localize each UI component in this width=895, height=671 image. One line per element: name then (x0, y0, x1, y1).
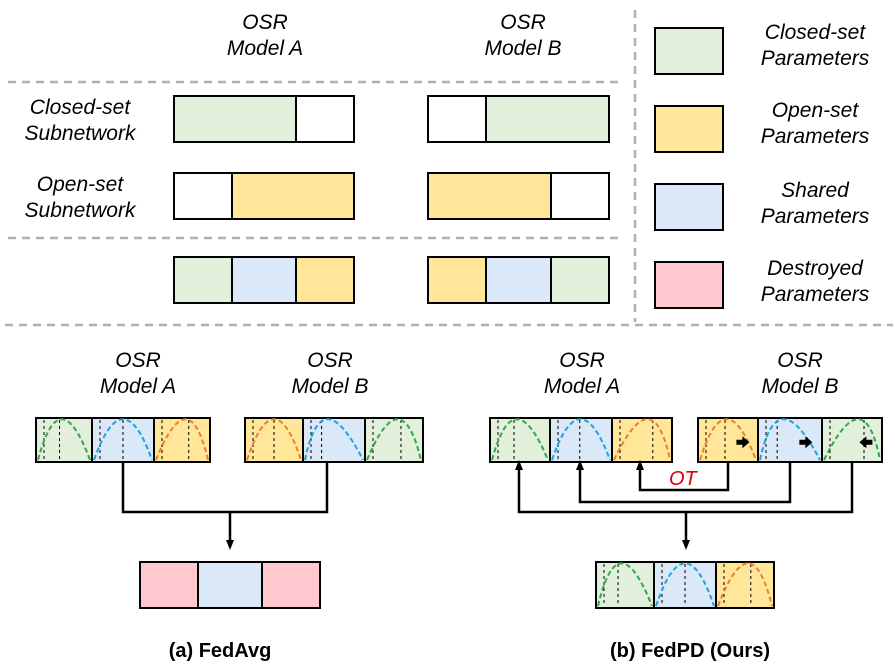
top-model-a-label: OSR Model A (226, 11, 304, 60)
fedavg-a-seg-shared (91, 417, 155, 463)
fedpd-b-seg-open-curve (699, 418, 757, 461)
model-a-closed-bar-segment-empty (295, 95, 355, 143)
fedpd-diagram (489, 417, 883, 609)
fedavg-b-seg-open (244, 417, 304, 463)
fedpd-b-seg-open-box (697, 417, 759, 463)
fedavg-a-seg-shared-curve (93, 418, 153, 461)
model-b-open-bar (427, 172, 610, 220)
fedavg-b-seg-shared-curve (304, 418, 364, 461)
fedavg-model-a-label: OSR Model A (99, 349, 177, 398)
legend-closed-label: Closed-set Parameters (760, 21, 870, 70)
legend-swatch-shared (654, 183, 724, 231)
legend-swatch-destroyed (654, 261, 724, 309)
fedavg-caption: (a) FedAvg (168, 640, 272, 662)
model-b-closed-bar (427, 95, 610, 143)
legend-open-label: Open-set Parameters (760, 99, 870, 148)
model-a-open-bar-segment-open (231, 172, 355, 220)
legend-swatch-open (654, 105, 724, 153)
model-a-combined-bar-segment-open (295, 256, 355, 304)
fedpd-ot-match-open (636, 460, 730, 492)
row-open-subnetwork-label: Open-set Subnetwork (24, 173, 136, 222)
fedpd-b-seg-shared-curve (759, 418, 821, 461)
fedpd-b-seg-shared (757, 417, 823, 463)
model-a-open-bar (173, 172, 355, 220)
fedavg-b-seg-shared (302, 417, 366, 463)
fedavg-b-seg-closed-curve (366, 418, 422, 461)
fedpd-b-seg-closed-box (821, 417, 883, 463)
fedpd-a-seg-closed-curve (491, 418, 549, 461)
fedpd-b-seg-shared-box (757, 417, 823, 463)
fedavg-a-seg-open (153, 417, 211, 463)
model-b-combined-bar-segment-closed (550, 256, 610, 304)
model-a-closed-bar (173, 95, 355, 143)
fedpd-result-closed-box (595, 561, 655, 609)
dividers (5, 10, 893, 327)
top-bars (173, 95, 610, 304)
fedpd-result-shared-curve (655, 562, 715, 607)
legend-swatches (654, 27, 724, 309)
fedpd-b-seg-closed (821, 417, 883, 463)
model-a-open-bar-segment-empty (173, 172, 233, 220)
fedpd-b-seg-open (697, 417, 759, 463)
fedpd-ot-match-shared (576, 460, 792, 504)
fedpd-model-a-label: OSR Model A (543, 349, 621, 398)
fedavg-aggregate-connector (121, 462, 329, 514)
fedpd-a-seg-shared-box (549, 417, 613, 463)
fedavg-result-shared (197, 561, 263, 609)
fedpd-a-seg-shared (549, 417, 613, 463)
fedavg-a-seg-open-curve (155, 418, 209, 461)
ot-label: OT (669, 468, 697, 490)
fedpd-b-seg-closed-shift-arrow (859, 436, 873, 449)
fedpd-a-seg-open-box (611, 417, 673, 463)
fedpd-a-seg-closed-box (489, 417, 551, 463)
fedpd-a-seg-open (611, 417, 673, 463)
fedavg-b-seg-open-curve (246, 418, 302, 461)
model-b-open-bar-segment-empty (550, 172, 610, 220)
fedpd-result-shared (653, 561, 717, 609)
fedpd-result-closed (595, 561, 655, 609)
legend-shared-label: Shared Parameters (760, 179, 870, 228)
fedpd-result-open-curve (717, 562, 773, 607)
fedpd-model-b-label: OSR Model B (761, 349, 839, 398)
fedpd-result-open (715, 561, 775, 609)
model-b-open-bar-segment-open (427, 172, 552, 220)
fedpd-b-seg-shared-shift-arrow (799, 436, 813, 449)
legend-destroyed-label: Destroyed Parameters (760, 257, 870, 306)
fedpd-result-open-box (715, 561, 775, 609)
row-closed-subnetwork-label: Closed-set Subnetwork (24, 96, 136, 145)
fedavg-result-destroyed-right (261, 561, 321, 609)
fedavg-a-seg-closed (35, 417, 93, 463)
model-a-combined-bar (173, 256, 355, 304)
fedpd-b-seg-open-shift-arrow (736, 436, 750, 449)
fedavg-a-seg-open-box (153, 417, 211, 463)
fedavg-diagram (35, 417, 424, 609)
fedavg-model-b-label: OSR Model B (291, 349, 369, 398)
fedpd-a-seg-shared-curve (551, 418, 611, 461)
model-b-combined-bar (427, 256, 610, 304)
model-b-combined-bar-segment-open (427, 256, 487, 304)
model-a-closed-bar-segment-closed (173, 95, 297, 143)
model-a-combined-bar-segment-closed (173, 256, 233, 304)
fedpd-caption: (b) FedPD (Ours) (610, 640, 770, 662)
fedavg-b-seg-shared-box (302, 417, 366, 463)
model-b-combined-bar-segment-shared (485, 256, 552, 304)
fedavg-a-seg-closed-curve (37, 418, 91, 461)
fedpd-result-closed-curve (597, 562, 653, 607)
fedpd-a-seg-closed (489, 417, 551, 463)
fedavg-b-seg-closed (364, 417, 424, 463)
model-b-closed-bar-segment-empty (427, 95, 487, 143)
fedavg-b-seg-closed-box (364, 417, 424, 463)
fedavg-a-seg-closed-box (35, 417, 93, 463)
fedavg-result-destroyed-left (139, 561, 199, 609)
fedpd-b-seg-closed-curve (823, 418, 881, 461)
model-b-closed-bar-segment-closed (485, 95, 610, 143)
fedpd-a-seg-open-curve (613, 418, 671, 461)
legend-swatch-closed (654, 27, 724, 75)
model-a-combined-bar-segment-shared (231, 256, 297, 304)
top-model-b-label: OSR Model B (484, 11, 562, 60)
